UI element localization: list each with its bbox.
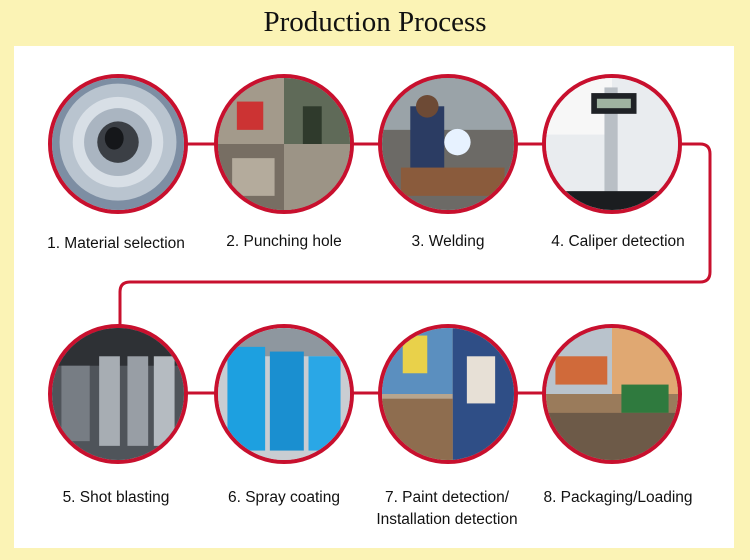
step-6-label: 6. Spray coating — [227, 489, 340, 506]
step-7-label: 7. Paint detection/ — [384, 489, 510, 506]
step-2-photo — [214, 74, 354, 214]
step-3-photo — [378, 74, 518, 214]
step-5-label: 5. Shot blasting — [62, 489, 170, 506]
step-3-label: 3. Welding — [411, 233, 485, 250]
step-7-photo — [378, 324, 518, 464]
step-5-photo — [48, 324, 188, 464]
step-8-label: 8. Packaging/Loading — [543, 489, 693, 506]
step-6-photo — [214, 324, 354, 464]
step-4-photo — [542, 74, 682, 214]
page-title: Production Process — [263, 6, 487, 38]
step-4-label: 4. Caliper detection — [551, 233, 685, 250]
step-7-label-line2: Installation detection — [376, 511, 518, 528]
step-1-label: 1. Material selection — [47, 235, 185, 252]
step-2-label: 2. Punching hole — [226, 233, 342, 250]
step-8-photo — [542, 324, 682, 464]
step-1-photo — [48, 74, 188, 214]
